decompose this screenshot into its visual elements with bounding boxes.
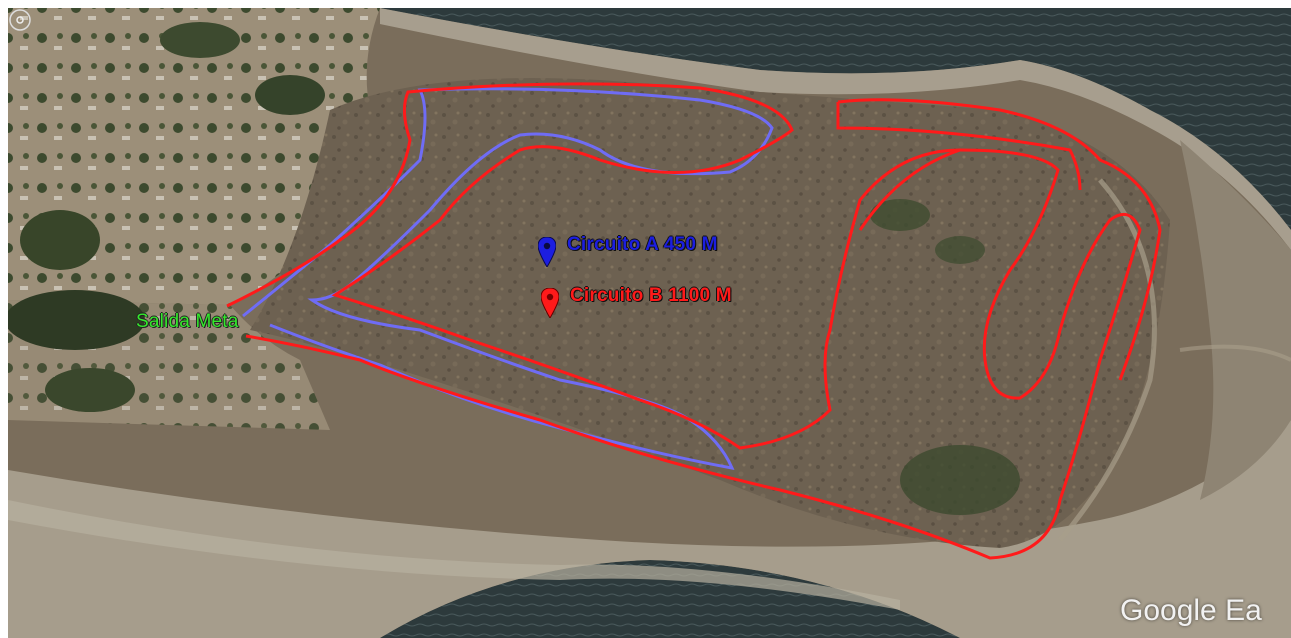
circuit-b-route [226,82,1142,560]
start-finish-label: Salida Meta [136,311,239,332]
map-pin-icon[interactable] [541,288,559,318]
map-imagery [8,8,1291,638]
circuit-b-label: Circuito B 1100 M [570,285,732,306]
google-earth-watermark: Google Ea [1120,594,1262,627]
map-pin-icon[interactable] [538,237,556,267]
compass-icon[interactable] [8,8,32,32]
satellite-map[interactable]: Circuito A 450 M Circuito B 1100 M Salid… [8,8,1291,638]
circuit-a-label: Circuito A 450 M [567,234,718,255]
